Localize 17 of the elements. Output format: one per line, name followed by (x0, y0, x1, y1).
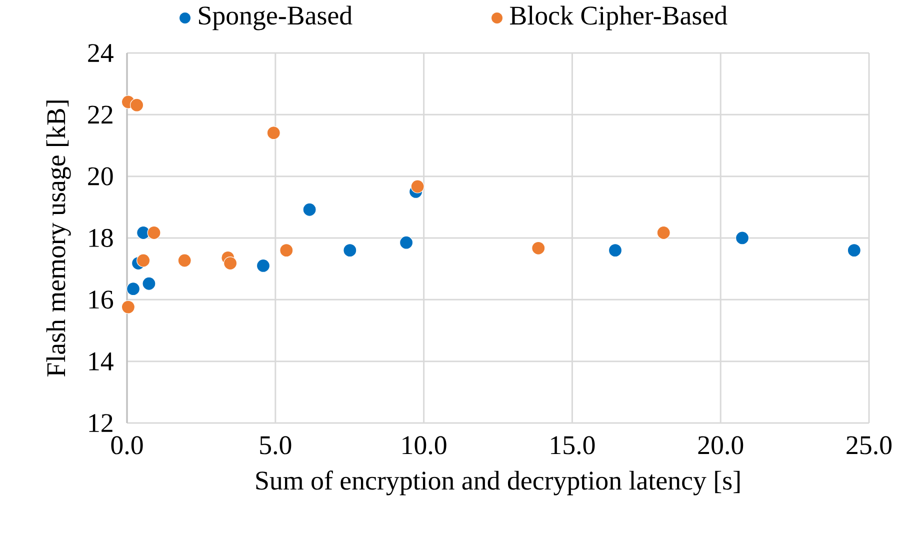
x-tick-label: 15.0 (551, 436, 595, 454)
y-axis-title: Flash memory usage [kB] (46, 100, 71, 377)
y-tick-label: 24 (88, 44, 114, 62)
legend-label: Block Cipher-Based (510, 6, 728, 30)
y-tick-label: 22 (88, 106, 112, 124)
x-tick-label: 10.0 (402, 436, 446, 454)
x-tick-label: 20.0 (698, 436, 744, 454)
x-tick-label: 0.0 (111, 436, 143, 454)
x-tick-label: 25.0 (846, 436, 892, 454)
y-tick-label: 12 (89, 414, 112, 432)
x-tick-label: 5.0 (260, 436, 292, 454)
y-tick-label: 18 (89, 228, 113, 248)
y-tick-label: 14 (89, 352, 114, 370)
legend-label: Sponge-Based (199, 6, 352, 30)
x-axis-title: Sum of encryption and decryption latency [s] (256, 470, 740, 496)
y-tick-label: 16 (89, 290, 114, 309)
y-tick-label: 20 (88, 167, 113, 186)
